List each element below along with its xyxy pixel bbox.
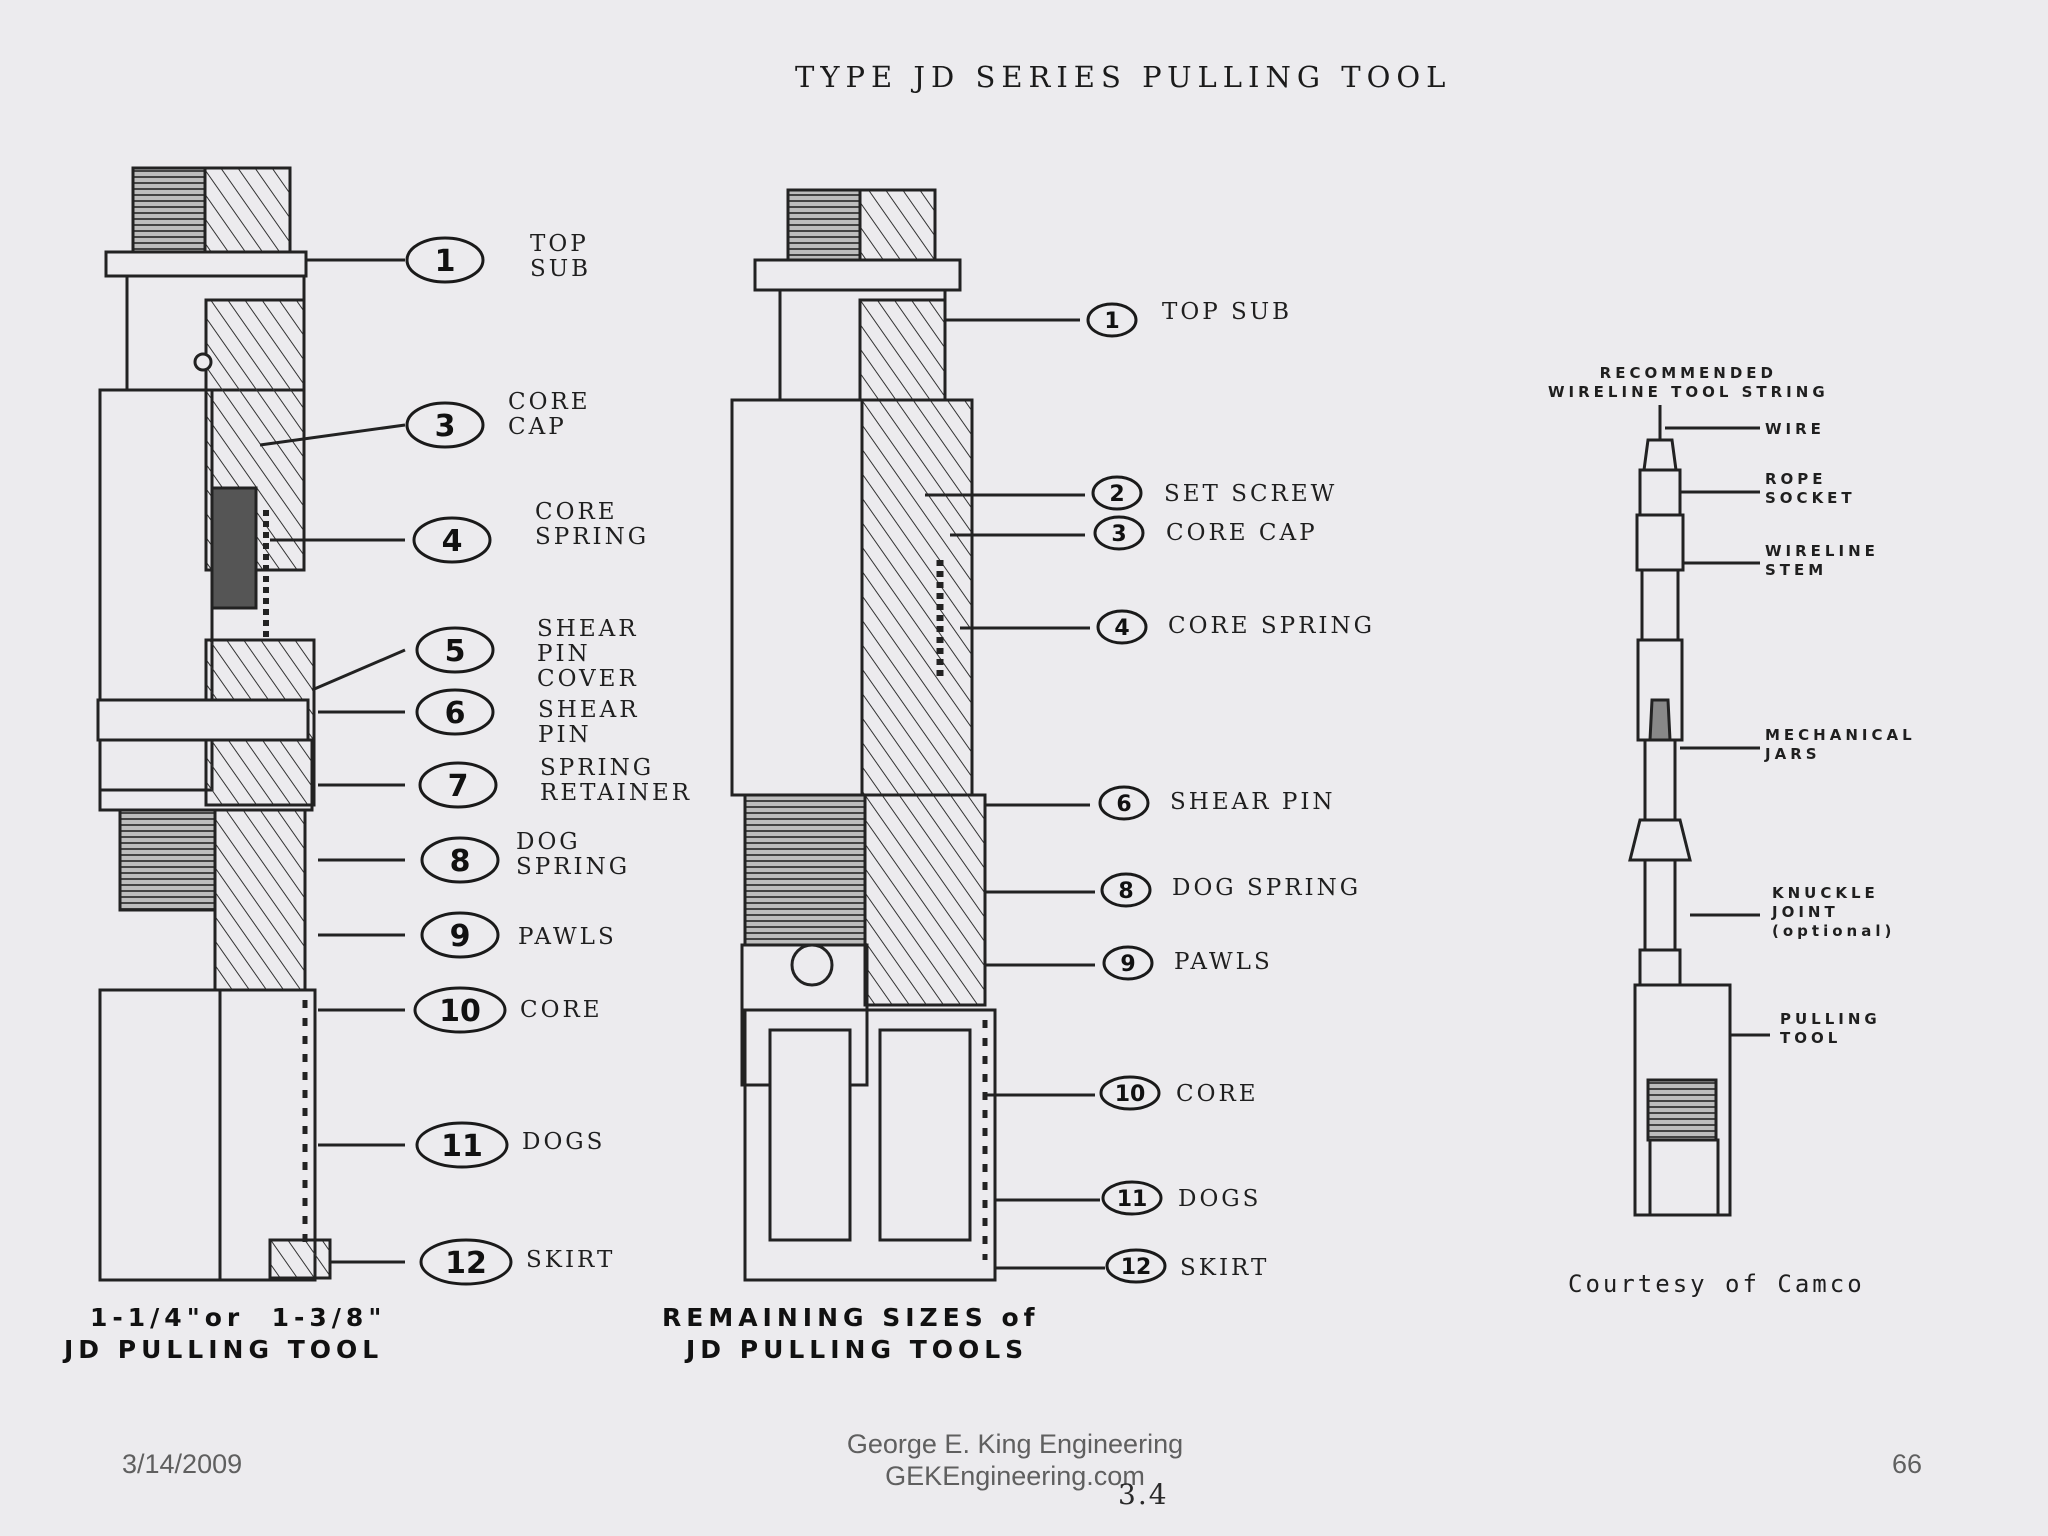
footer-page-number: 66 [1892, 1449, 1923, 1479]
left-tool-caption-line2: JD PULLING TOOL [64, 1335, 384, 1364]
tool-string-label-wireline-stem: WIRELINE STEM [1765, 542, 1879, 579]
callout-label-shear-pin-mid: SHEAR PIN [1170, 789, 1336, 815]
callout-label-top-sub-mid: TOP SUB [1162, 299, 1293, 325]
tool-string-label-wire: WIRE [1765, 420, 1825, 438]
callout-label-dogs: DOGS [522, 1129, 606, 1155]
callout-label-dog-spring: DOG SPRING [516, 829, 631, 880]
callout-label-core-cap-mid: CORE CAP [1166, 520, 1318, 546]
middle-tool-body [730, 188, 997, 1282]
tool-string-label-knuckle-joint: KNUCKLE JOINT (optional) [1772, 884, 1896, 940]
tool-string-heading: RECOMMENDED WIRELINE TOOL STRING [1548, 364, 1829, 401]
middle-tool-caption-line1: REMAINING SIZES of [662, 1303, 1040, 1332]
footer-org-line1: George E. King Engineering [846, 1429, 1184, 1459]
callout-label-core-spring: CORE SPRING [535, 499, 650, 550]
footer-date: 3/14/2009 [122, 1449, 243, 1479]
diagram-title: TYPE JD SERIES PULLING TOOL [795, 60, 1452, 94]
figure-number: 3.4 [1118, 1478, 1169, 1511]
middle-tool-caption-line2: JD PULLING TOOLS [686, 1335, 1029, 1364]
callout-label-dogs-mid: DOGS [1178, 1186, 1262, 1212]
left-tool-caption-line1: 1-1/4"or 1-3/8" [90, 1303, 387, 1332]
callout-label-shear-pin: SHEAR PIN [538, 697, 640, 748]
callout-label-core-mid: CORE [1176, 1081, 1259, 1107]
callout-label-core-cap: CORE CAP [508, 389, 591, 440]
tool-string-label-pulling-tool: PULLING TOOL [1780, 1010, 1881, 1047]
callout-label-top-sub: TOP SUB [530, 231, 592, 282]
tool-string-label-mechanical-jars: MECHANICAL JARS [1765, 726, 1916, 763]
tool-string-label-rope-socket: ROPE SOCKET [1765, 470, 1856, 507]
leader-lines [259, 258, 1770, 1270]
callout-label-shear-pin-cover: SHEAR PIN COVER [537, 616, 639, 692]
footer-org-line2: GEKEngineering.com [885, 1461, 1145, 1491]
callout-label-core-spring-mid: CORE SPRING [1168, 613, 1376, 639]
wireline-tool-string [1628, 405, 1732, 1217]
callout-label-dog-spring-mid: DOG SPRING [1172, 875, 1362, 901]
callout-label-pawls-mid: PAWLS [1174, 949, 1273, 975]
callout-label-skirt: SKIRT [526, 1247, 616, 1273]
callout-label-pawls: PAWLS [518, 924, 617, 950]
footer-organization: George E. King Engineering GEKEngineerin… [820, 1428, 1210, 1492]
left-tool-body [96, 166, 332, 1282]
callout-label-spring-retainer: SPRING RETAINER [540, 755, 693, 806]
courtesy-credit: Courtesy of Camco [1568, 1270, 1865, 1298]
callout-label-skirt-mid: SKIRT [1180, 1255, 1270, 1281]
callout-label-core: CORE [520, 997, 603, 1023]
callout-label-set-screw: SET SCREW [1164, 481, 1338, 507]
